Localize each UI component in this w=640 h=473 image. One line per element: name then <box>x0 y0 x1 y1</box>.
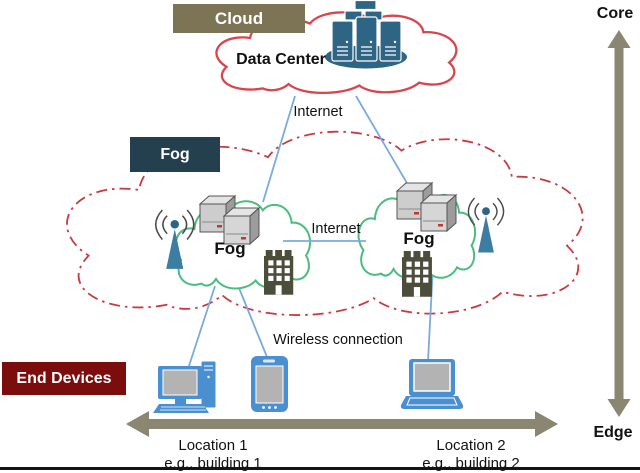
end-devices-layer-tag: End Devices <box>2 362 126 395</box>
building-icon <box>264 250 294 295</box>
core-label: Core <box>596 5 634 22</box>
link-fog1-smartphone <box>238 287 268 358</box>
core-edge-arrow <box>607 30 631 417</box>
desktop-computer-icon <box>153 360 217 413</box>
fog-layer-tag: Fog <box>130 137 220 172</box>
laptop-icon <box>400 359 464 409</box>
location-1-subtitle: e.g., building 1 <box>164 455 262 472</box>
location-2-title: Location 2 <box>436 437 506 454</box>
link-fog2-laptop <box>427 265 434 362</box>
bottom-border-line <box>0 467 640 470</box>
fog-node-right-label: Fog <box>403 229 435 248</box>
link-fog1-desktop <box>187 285 216 370</box>
fog-node-left-label: Fog <box>214 239 246 258</box>
location-2-subtitle: e.g., building 2 <box>422 455 520 472</box>
cloud-layer-tag: Cloud <box>173 4 305 33</box>
data-center-label: Data Center <box>236 51 326 68</box>
building-icon <box>402 251 432 297</box>
internet-label-top: Internet <box>293 104 343 120</box>
edge-label: Edge <box>593 424 633 441</box>
link-datacenter-fog1 <box>262 95 296 203</box>
connection-lines <box>187 95 434 370</box>
link-datacenter-fog2 <box>355 95 412 191</box>
smartphone-icon <box>251 356 288 412</box>
wireless-connection-label: Wireless connection <box>273 332 403 348</box>
locations-span-arrow <box>126 411 558 437</box>
data-center-servers-icon <box>325 0 407 69</box>
location-1-title: Location 1 <box>178 437 248 454</box>
internet-label-mid: Internet <box>311 221 361 237</box>
antenna-tower-icon <box>467 197 505 254</box>
